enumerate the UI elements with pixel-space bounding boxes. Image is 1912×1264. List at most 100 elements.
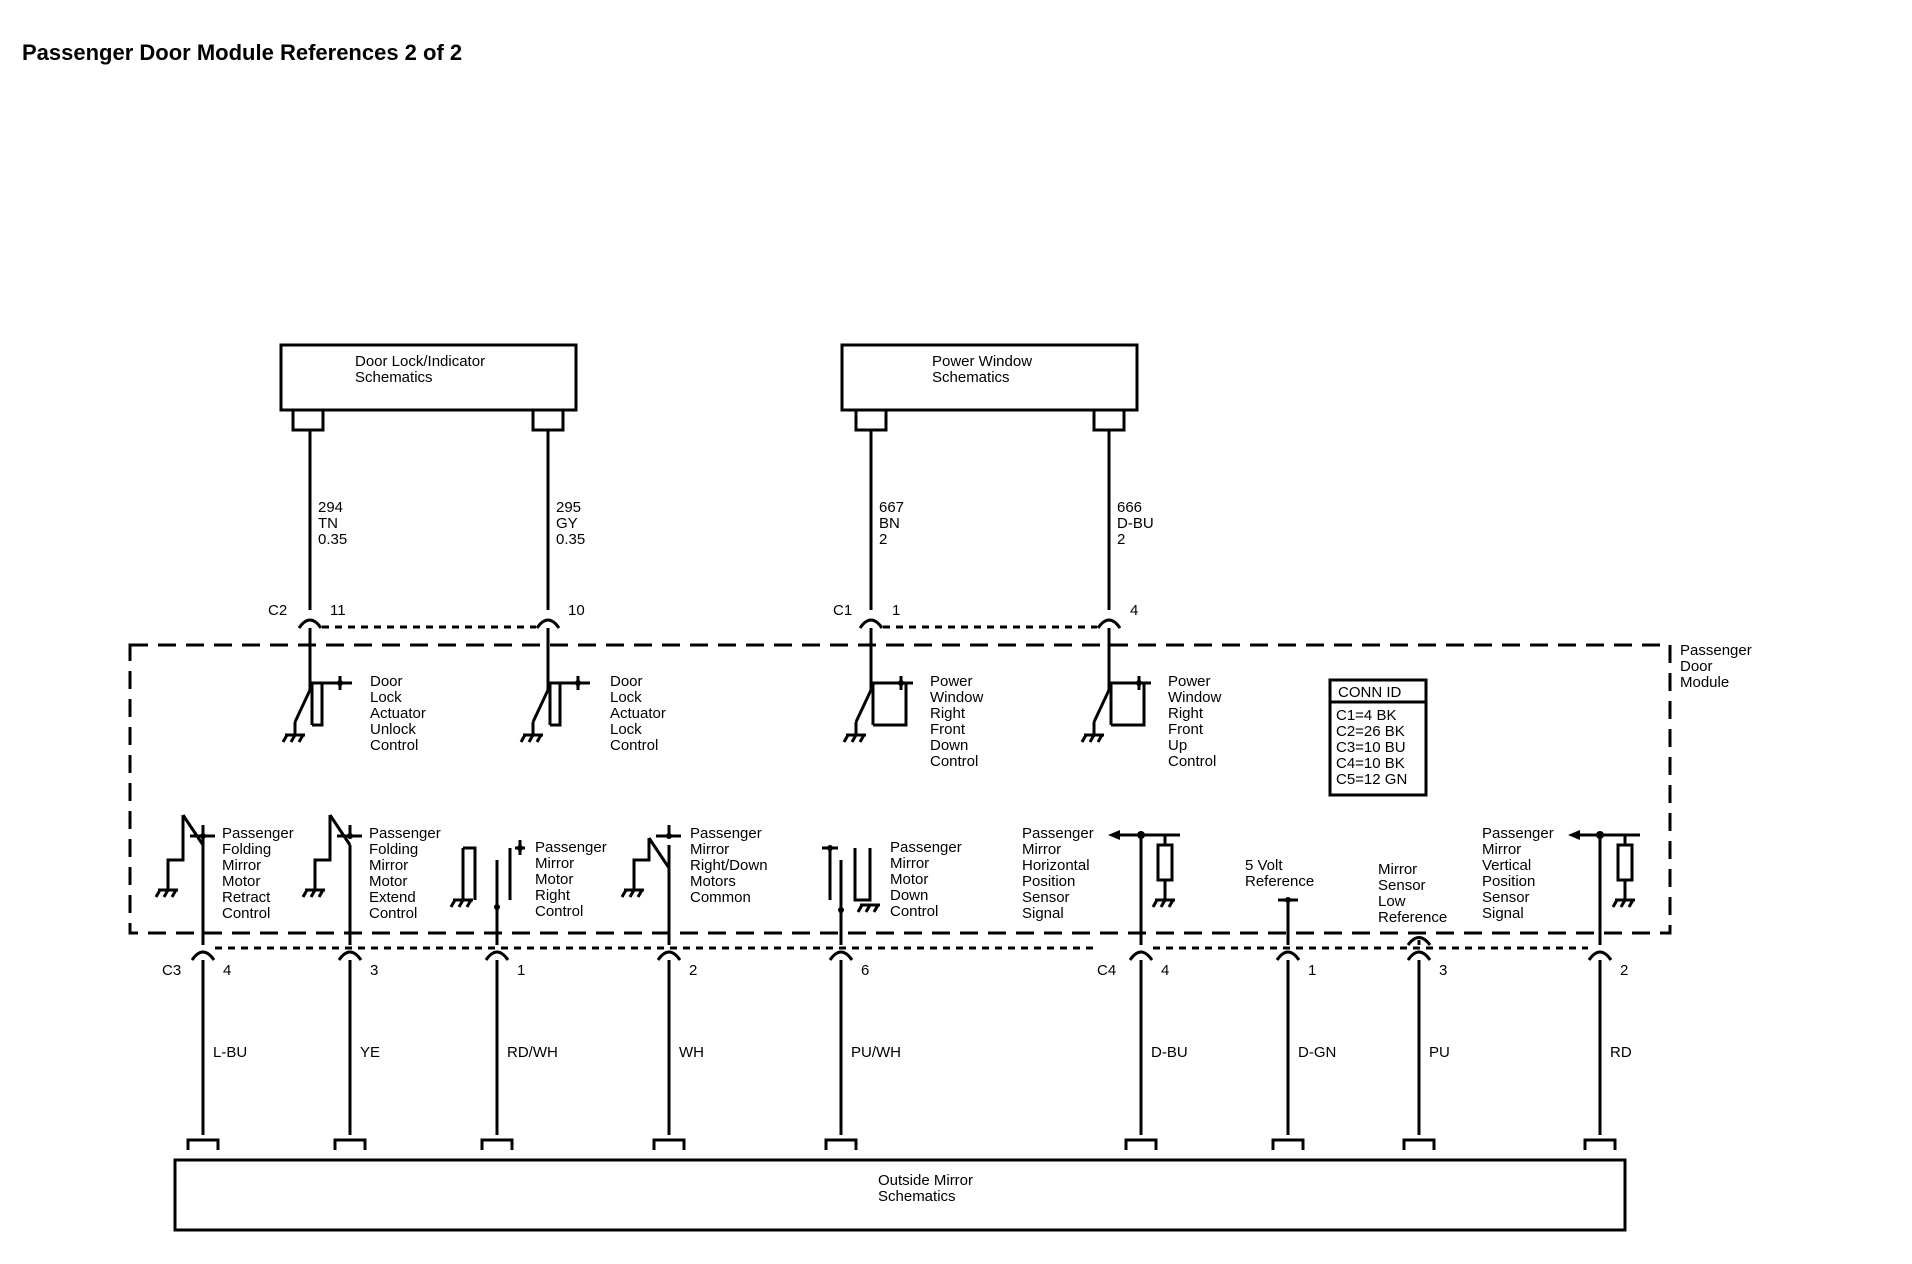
pin-number: 1 (1308, 962, 1316, 979)
power-window-schematics-box (840, 343, 1139, 412)
pin-number: 1 (892, 602, 900, 619)
wire-size: 2 (879, 531, 887, 548)
conn-id-row: C4=10 BK (1336, 755, 1405, 772)
conn-id-table (1328, 678, 1428, 797)
svg-text:Mirror: Mirror (690, 841, 729, 858)
svg-text:Passenger: Passenger (222, 825, 294, 842)
svg-text:Power: Power (930, 673, 973, 690)
svg-text:Right: Right (930, 705, 966, 722)
wire-color: WH (679, 1044, 704, 1061)
pin-number: 11 (330, 602, 346, 619)
wire-color: D-BU (1117, 515, 1154, 532)
wire-color: GY (556, 515, 578, 532)
wire-size: 0.35 (318, 531, 347, 548)
svg-text:Position: Position (1022, 873, 1075, 890)
svg-text:Passenger: Passenger (690, 825, 762, 842)
svg-text:Common: Common (690, 889, 751, 906)
svg-text:Motor: Motor (369, 873, 407, 890)
pin-number: 10 (568, 602, 585, 619)
svg-text:Signal: Signal (1022, 905, 1064, 922)
svg-text:Passenger: Passenger (1022, 825, 1094, 842)
door-lock-box-line1: Door Lock/Indicator (355, 353, 485, 370)
module-name-line1: Passenger (1680, 642, 1752, 659)
svg-text:Mirror: Mirror (890, 855, 929, 872)
function-label-window-up: Power Window Right Front Up Control (1168, 673, 1222, 770)
svg-text:Extend: Extend (369, 889, 416, 906)
pin-number: 4 (1130, 602, 1138, 619)
wire-circuit: 295 (556, 499, 581, 516)
wire-color: RD (1610, 1044, 1632, 1061)
svg-text:Mirror: Mirror (369, 857, 408, 874)
svg-text:Lock: Lock (370, 689, 402, 706)
pin-number: 4 (1161, 962, 1169, 979)
outside-mirror-box-line2: Schematics (878, 1188, 956, 1205)
svg-text:Signal: Signal (1482, 905, 1524, 922)
svg-text:Control: Control (890, 903, 938, 920)
svg-text:Actuator: Actuator (370, 705, 426, 722)
pin-number: 2 (689, 962, 697, 979)
wire-circuit: 667 (879, 499, 904, 516)
page-title: Passenger Door Module References 2 of 2 (22, 40, 462, 65)
conn-id-row: C1=4 BK (1336, 707, 1396, 724)
connector-label: C4 (1097, 962, 1116, 979)
outside-mirror-box-line1: Outside Mirror (878, 1172, 973, 1189)
wire-color: L-BU (213, 1044, 247, 1061)
svg-text:Right: Right (1168, 705, 1204, 722)
svg-text:Front: Front (930, 721, 966, 738)
svg-text:Retract: Retract (222, 889, 271, 906)
wire-color: TN (318, 515, 338, 532)
pin-number: 2 (1620, 962, 1628, 979)
svg-text:Mirror: Mirror (535, 855, 574, 872)
wire-color: D-GN (1298, 1044, 1336, 1061)
svg-text:Control: Control (535, 903, 583, 920)
conn-id-row: C5=12 GN (1336, 771, 1407, 788)
function-label-sensor-low-ref: Mirror Sensor Low Reference (1378, 861, 1447, 926)
power-window-box-line2: Schematics (932, 369, 1010, 386)
svg-text:Control: Control (222, 905, 270, 922)
svg-text:Actuator: Actuator (610, 705, 666, 722)
svg-text:Right/Down: Right/Down (690, 857, 768, 874)
pin-number: 3 (1439, 962, 1447, 979)
svg-text:Reference: Reference (1245, 873, 1314, 890)
svg-text:5 Volt: 5 Volt (1245, 857, 1283, 874)
svg-text:Down: Down (930, 737, 968, 754)
svg-text:Folding: Folding (222, 841, 271, 858)
svg-text:Mirror: Mirror (1022, 841, 1061, 858)
connector-label: C2 (268, 602, 287, 619)
conn-id-row: C3=10 BU (1336, 739, 1406, 756)
svg-text:Door: Door (610, 673, 643, 690)
svg-text:Motor: Motor (890, 871, 928, 888)
wire-circuit: 666 (1117, 499, 1142, 516)
svg-text:Control: Control (930, 753, 978, 770)
svg-text:Front: Front (1168, 721, 1204, 738)
svg-text:Sensor: Sensor (1482, 889, 1530, 906)
svg-text:Passenger: Passenger (369, 825, 441, 842)
function-label-5v-reference: 5 Volt Reference (1245, 857, 1314, 890)
svg-text:Motors: Motors (690, 873, 736, 890)
svg-text:Control: Control (610, 737, 658, 754)
svg-text:Sensor: Sensor (1378, 877, 1426, 894)
svg-text:Window: Window (1168, 689, 1222, 706)
conn-id-header: CONN ID (1338, 684, 1402, 701)
svg-text:Window: Window (930, 689, 984, 706)
function-label-extend: Passenger Folding Mirror Motor Extend Co… (369, 825, 441, 922)
wire-size: 0.35 (556, 531, 585, 548)
svg-text:Passenger: Passenger (535, 839, 607, 856)
svg-text:Lock: Lock (610, 721, 642, 738)
svg-text:Folding: Folding (369, 841, 418, 858)
function-label-horizontal-sensor: Passenger Mirror Horizontal Position Sen… (1022, 825, 1094, 922)
svg-text:Mirror: Mirror (222, 857, 261, 874)
svg-text:Passenger: Passenger (890, 839, 962, 856)
function-label-motor-right: Passenger Mirror Motor Right Control (535, 839, 607, 920)
wire-color: YE (360, 1044, 380, 1061)
svg-text:Low: Low (1378, 893, 1406, 910)
wire-color: PU/WH (851, 1044, 901, 1061)
function-label-right-down-common: Passenger Mirror Right/Down Motors Commo… (690, 825, 768, 906)
function-label-door-unlock: Door Lock Actuator Unlock Control (370, 673, 426, 754)
connector-label: C3 (162, 962, 181, 979)
svg-text:Sensor: Sensor (1022, 889, 1070, 906)
svg-text:Motor: Motor (535, 871, 573, 888)
door-lock-schematics-box (279, 343, 578, 412)
connector-label: C1 (833, 602, 852, 619)
svg-text:Vertical: Vertical (1482, 857, 1531, 874)
